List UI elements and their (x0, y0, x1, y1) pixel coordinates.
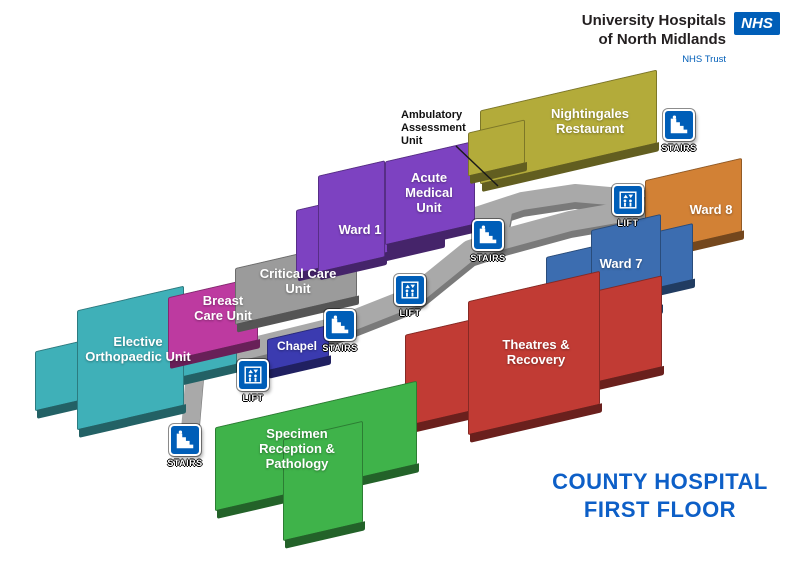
dept-ward-8-label: Ward 8 (689, 202, 733, 217)
dept-breast-care-unit-label: Breast Care Unit (194, 293, 252, 323)
stairs-pictogram (331, 315, 349, 334)
lift-icon-label: LIFT (617, 218, 639, 228)
map-title-line2: FIRST FLOOR (583, 496, 737, 522)
dept-chapel-label: Chapel (276, 339, 317, 353)
lift-pictogram (401, 281, 419, 299)
stairs-icon-label: STAIRS (322, 343, 358, 353)
lift-icon (237, 359, 269, 391)
stairs-icon (472, 219, 504, 251)
stairs-icon (169, 424, 201, 456)
lift-icon (612, 184, 644, 216)
stairs-icon (663, 109, 695, 141)
dept-elective-orthopaedic-unit-label: Elective Orthopaedic Unit (85, 334, 191, 364)
stairs-icon-label: STAIRS (470, 253, 506, 263)
map-title: COUNTY HOSPITAL FIRST FLOOR (540, 468, 780, 523)
dept-ward-7-label: Ward 7 (599, 256, 643, 271)
lift-icon-label: LIFT (399, 308, 421, 318)
dept-nightingales-restaurant-label: Nightingales Restaurant (550, 106, 629, 136)
lift-icon (394, 274, 426, 306)
dept-ward-1-label: Ward 1 (338, 222, 382, 237)
organisation-name: University Hospitals of North Midlands (582, 12, 726, 50)
dept-theatres-recovery-label: Theatres & Recovery (502, 337, 570, 367)
stairs-pictogram (176, 430, 194, 449)
stairs-icon (324, 309, 356, 341)
nhs-logo: NHS (734, 12, 780, 35)
stairs-pictogram (670, 115, 688, 134)
lift-pictogram (619, 191, 637, 209)
organisation-name-line2: of North Midlands (598, 30, 727, 48)
dept-ambulatory-assessment-unit-label: Ambulatory Assessment Unit (401, 109, 466, 147)
lift-icon-label: LIFT (242, 393, 264, 403)
organisation-name-line1: University Hospitals (581, 12, 726, 29)
dept-acute-medical-unit-label: Acute Medical Unit (405, 170, 453, 215)
lift-pictogram (244, 366, 262, 384)
map-title-line1: COUNTY HOSPITAL (552, 469, 768, 494)
dept-ward-1-wing (318, 160, 385, 273)
stairs-icon-label: STAIRS (661, 143, 697, 153)
nhs-trust-label: NHS Trust (682, 53, 726, 65)
nhs-header: University Hospitals of North Midlands N… (582, 12, 780, 65)
dept-specimen-pathology-label: Specimen Reception & Pathology (259, 426, 335, 471)
stairs-pictogram (479, 225, 497, 244)
dept-critical-care-unit-label: Critical Care Unit (259, 266, 337, 296)
stairs-icon-label: STAIRS (167, 458, 203, 468)
